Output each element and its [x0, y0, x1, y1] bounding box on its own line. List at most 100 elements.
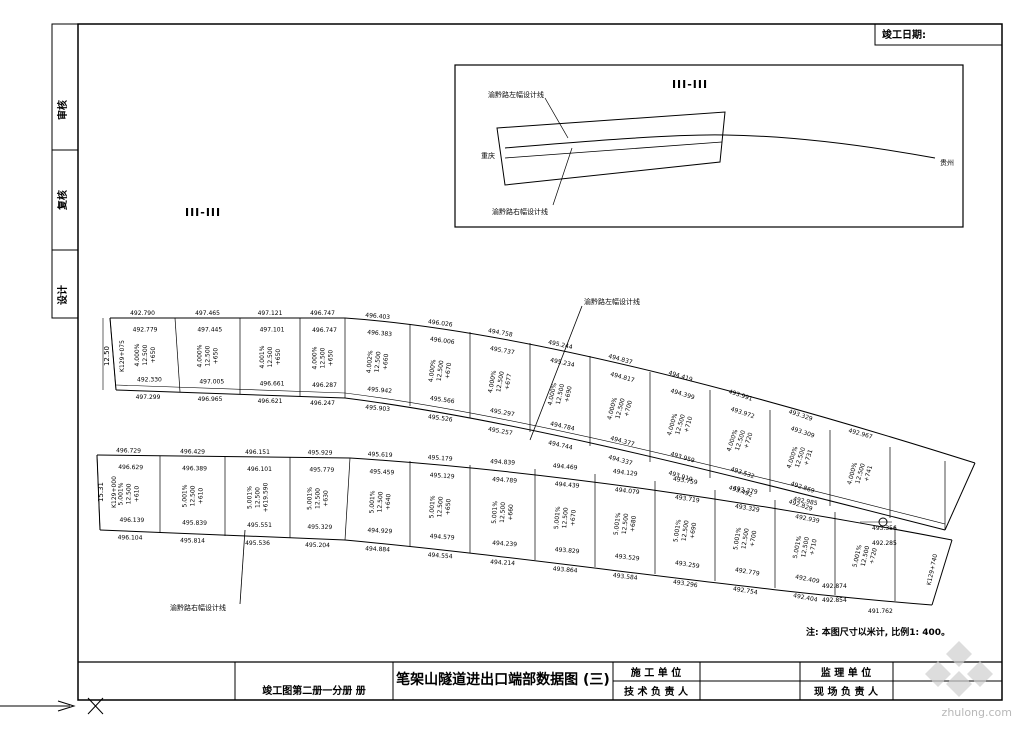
upper-cell-top-elev: 496.026 [427, 318, 453, 328]
upper-cell-top-elev-inner: 494.399 [670, 388, 696, 402]
upper-cell-top-elev: 494.758 [487, 327, 513, 338]
upper-cell-top-elev-inner: 496.747 [312, 327, 337, 334]
inset-right-line-label: 渝黔路右幅设计线 [492, 207, 548, 216]
lower-cell-offset: +630 [322, 490, 329, 507]
lower-width: 15.31 [97, 482, 105, 502]
construction-unit-label: 施 工 单 位 [631, 666, 681, 679]
upper-cell-bot-elev-inner: 495.297 [489, 407, 515, 418]
lower-cell-bot-elev-inner: 493.259 [674, 560, 700, 571]
upper-cell-top-elev: 493.991 [728, 388, 754, 403]
lower-cell-width: 12.500 [436, 496, 444, 518]
lower-cell-top-elev-inner: 495.779 [309, 466, 334, 473]
title-volume: 竣工图第二册一分册 册 [262, 684, 365, 697]
upper-cell-top-elev: 492.790 [130, 310, 155, 317]
upper-width: 12.50 [103, 346, 111, 366]
upper-cell-width: 12.500 [320, 347, 327, 368]
upper-cell-bot-elev-inner: 495.566 [429, 395, 455, 405]
lower-cell-offset: +619.590 [263, 482, 270, 512]
sheet-border [77, 23, 1003, 701]
upper-cell-bot-elev-inner: 496.287 [312, 382, 337, 389]
upper-cell-bot-elev: 495.257 [487, 426, 513, 437]
lower-cell-width: 12.500 [499, 502, 507, 524]
lower-cell-width: 12.500 [740, 528, 750, 550]
lower-cell-offset: +680 [629, 515, 638, 532]
lower-cell-bot-elev-inner: 492.409 [794, 574, 820, 586]
inset-key-plan: III-III 渝黔路左幅设计线 渝黔路右幅设计线 重庆 贵州 [454, 64, 964, 228]
lower-cell-bot-elev: 494.884 [365, 545, 390, 553]
upper-cell-top-elev: 496.403 [365, 312, 391, 321]
right-tail-elev-2: 492.874 [822, 583, 847, 590]
upper-cell-top-elev: 496.747 [310, 310, 335, 317]
lower-cell-top-elev-inner: 495.459 [369, 468, 394, 476]
inset-section-label: III-III [672, 78, 708, 91]
lower-cell-top-elev: 493.379 [732, 485, 758, 496]
drawing-title: 笔架山隧道进出口端部数据图 (三) [396, 671, 610, 688]
lower-cell-width: 12.500 [189, 485, 196, 506]
lower-cell-bot-elev-inner: 493.829 [554, 546, 579, 555]
upper-cell-top-elev: 494.419 [668, 370, 694, 384]
lower-cell-top-elev: 494.469 [552, 462, 577, 471]
lower-cell-offset: +670 [569, 509, 577, 526]
upper-cell-offset: +690 [563, 385, 573, 403]
upper-cell-width: 12.500 [267, 346, 274, 367]
lower-cell-offset: +640 [385, 493, 393, 510]
upper-cell-width: 12.500 [205, 345, 212, 366]
lower-cell-top-elev: 496.151 [245, 449, 270, 456]
upper-cell-offset: +710 [683, 415, 694, 433]
lower-cell-width: 12.500 [255, 487, 262, 508]
upper-cell-offset: +650 [150, 347, 157, 364]
upper-cell-bot-elev-inner: 494.784 [549, 421, 575, 433]
lower-cell-bot-elev: 493.864 [552, 565, 577, 574]
lower-cell-top-elev-inner: 493.719 [674, 494, 700, 505]
upper-cell-bot-elev-inner: 497.005 [199, 379, 224, 386]
upper-start-station: K129+075 [119, 340, 126, 372]
scale-note: 注: 本图尺寸以米计, 比例1: 400。 [806, 626, 950, 638]
lower-cell-top-elev: 495.619 [368, 451, 393, 459]
lower-cell-offset: +710 [808, 538, 818, 556]
lower-cell-offset: +690 [689, 522, 698, 540]
upper-cell-offset: +650 [328, 350, 335, 367]
upper-cell-offset: +650 [213, 348, 220, 365]
lower-cell-slope: 5.001% [491, 500, 499, 524]
main-left-line-label: 渝黔路左幅设计线 [584, 297, 640, 306]
upper-cell-offset: +670 [444, 362, 453, 379]
upper-cell-bot-elev: 494.337 [607, 454, 633, 467]
upper-cell-width: 12.500 [374, 351, 383, 373]
lower-cell-width: 12.500 [561, 507, 570, 529]
upper-cell-offset: +731 [803, 448, 815, 466]
lower-cell-bot-elev-inner: 494.579 [429, 533, 454, 542]
lower-cell-slope: 5.001% [732, 527, 743, 551]
lower-cell-bot-elev-inner: 494.239 [492, 540, 517, 549]
lower-cell-slope: 5.001% [553, 506, 562, 530]
side-label-design: 设计 [56, 285, 69, 305]
lower-start-station: K129+000 [111, 476, 118, 508]
lower-cell-slope: 5.001% [613, 512, 623, 536]
side-label-review: 审核 [56, 100, 69, 120]
upper-cell-width: 12.500 [436, 360, 446, 382]
lower-cell-top-elev: 494.129 [612, 468, 638, 478]
upper-cell-slope: 4.000% [547, 382, 559, 406]
lower-cell-top-elev: 496.729 [116, 447, 141, 454]
lower-cell-top-elev-inner: 496.101 [247, 466, 272, 473]
lower-cell-top-elev-inner: 492.939 [794, 513, 820, 525]
lower-cell-bot-elev: 492.404 [792, 592, 818, 604]
lower-cell-bot-elev-inner: 495.551 [247, 522, 272, 529]
upper-cell-bot-elev-inner: 494.377 [609, 435, 635, 448]
lower-cell-top-elev-inner: 494.439 [554, 481, 579, 490]
lower-cell-top-elev: 492.985 [792, 496, 818, 508]
lower-cell-slope: 5.001% [181, 484, 188, 507]
upper-cell-slope: 4.002% [365, 350, 374, 374]
right-tail-elev-3: 491.762 [868, 608, 893, 615]
lower-cell-bot-elev: 495.536 [245, 540, 270, 547]
lower-cell-top-elev: 494.839 [490, 458, 515, 467]
lower-cell-width: 12.500 [125, 483, 132, 504]
orientation-arrow-icon [0, 697, 104, 715]
upper-cell-width: 12.500 [142, 344, 149, 365]
right-tail-elev-4: 493.356 [872, 525, 897, 532]
lower-cell-slope: 5.001% [247, 486, 254, 509]
lower-cell-slope: 5.001% [672, 519, 682, 543]
lower-cell-top-elev-inner: 494.789 [492, 476, 517, 485]
upper-cell-top-elev-inner: 495.737 [489, 345, 515, 356]
upper-cell-top-elev-inner: 493.972 [730, 406, 756, 421]
